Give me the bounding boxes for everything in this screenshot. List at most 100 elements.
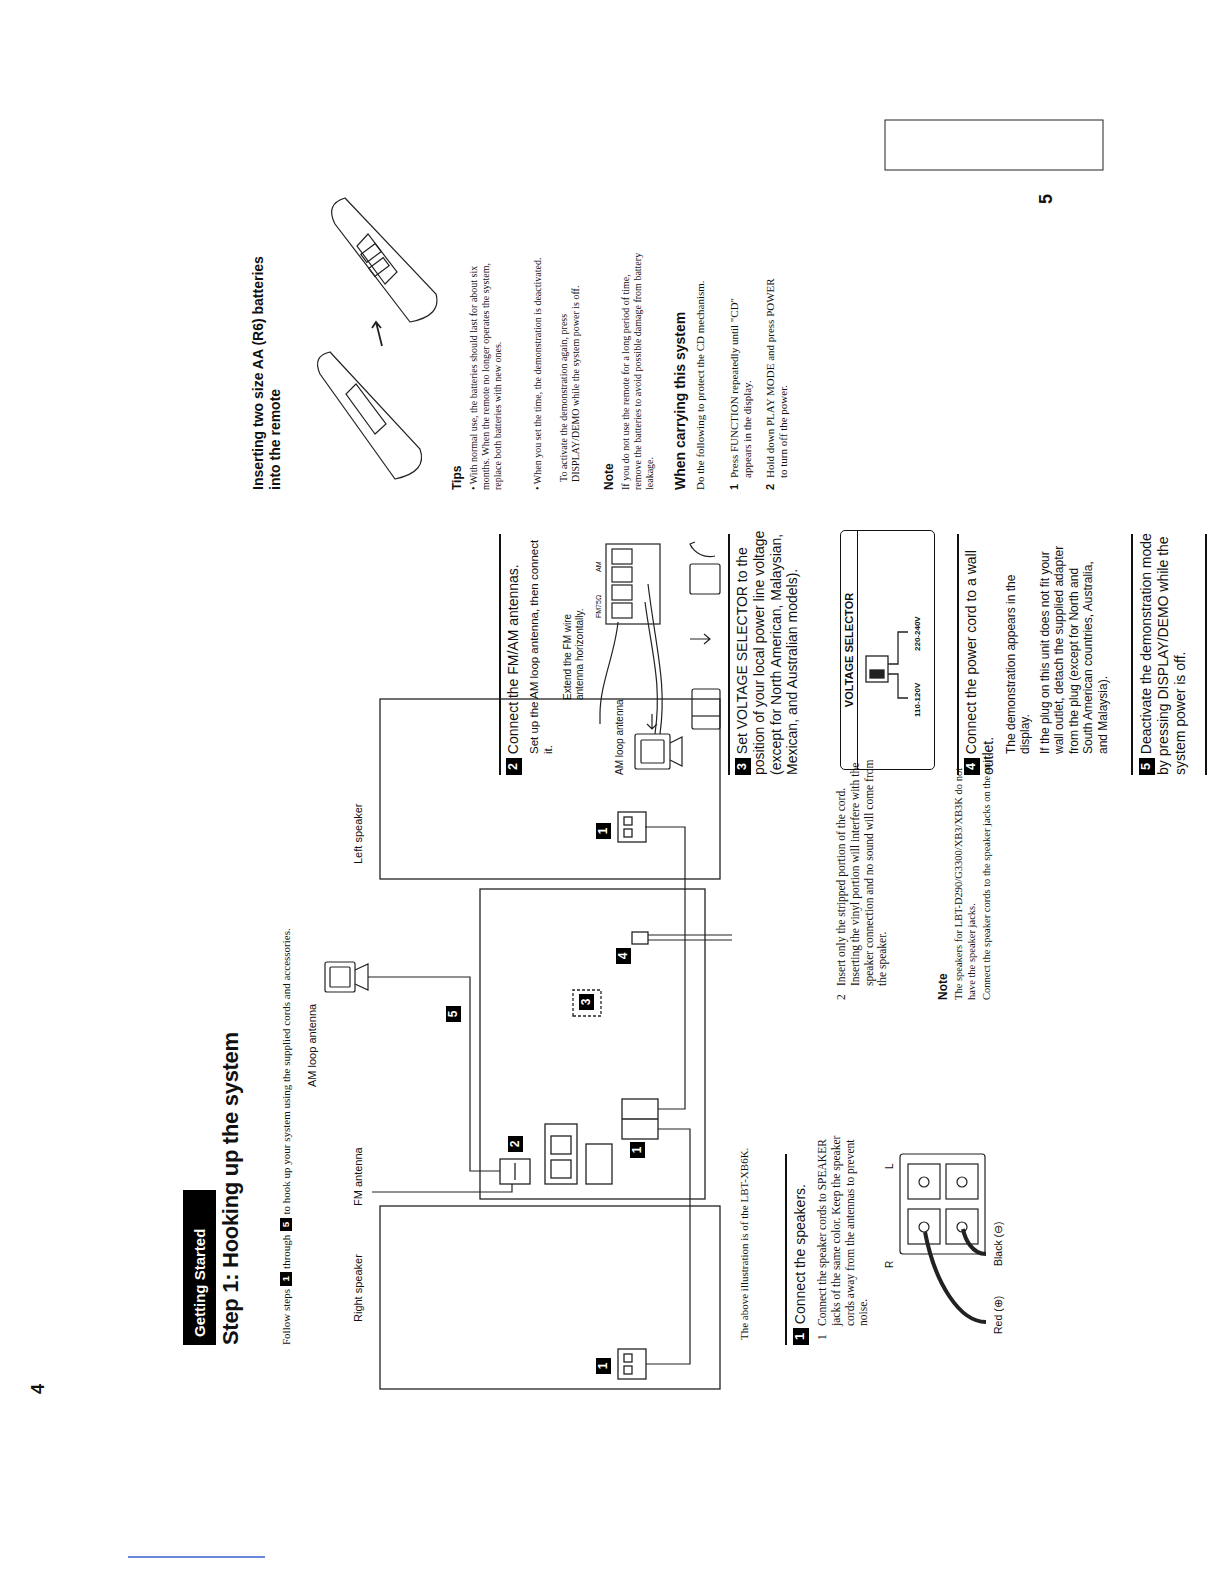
body-text: Set VOLTAGE SELECTOR to the position of … bbox=[734, 531, 800, 775]
body-text: Set up the AM loop antenna, then connect… bbox=[528, 539, 556, 754]
speaker-jack-illustration bbox=[900, 1154, 985, 1254]
remote-illustration bbox=[318, 352, 422, 479]
callout-number: 1 bbox=[793, 1328, 809, 1345]
power-cord bbox=[648, 935, 732, 940]
main-unit bbox=[632, 932, 648, 944]
value-label: 220-240V bbox=[913, 616, 923, 651]
speaker-jack-illustration bbox=[908, 1209, 940, 1244]
corner-box bbox=[885, 120, 1103, 170]
body-text: To activate the demonstration again, pre… bbox=[558, 242, 582, 482]
voltage-switch bbox=[888, 632, 908, 664]
body-text: Press FUNCTION repeatedly until "CD" app… bbox=[728, 273, 754, 478]
speaker-jack-illustration bbox=[963, 1229, 986, 1254]
antenna-illustration bbox=[641, 740, 664, 763]
heading-text: Tips bbox=[450, 466, 464, 490]
main-unit bbox=[500, 1159, 530, 1184]
body-text: Insert only the stripped portion of the … bbox=[835, 754, 890, 986]
speaker-outline bbox=[380, 699, 720, 1389]
callout-number: 1 bbox=[596, 823, 611, 839]
main-unit bbox=[586, 1144, 612, 1184]
antenna-wire bbox=[372, 1184, 512, 1192]
main-unit bbox=[573, 990, 601, 1016]
speaker-outline bbox=[624, 829, 632, 837]
callout-number: 3 bbox=[579, 994, 594, 1010]
body-text: Hold down PLAY MODE and press POWER to t… bbox=[764, 273, 790, 478]
main-unit bbox=[622, 1118, 658, 1119]
body-text: Connect the FM/AM antennas. bbox=[505, 564, 521, 754]
antenna-illustration bbox=[612, 585, 632, 600]
speaker-jack-illustration bbox=[946, 1209, 978, 1244]
body-text: Connect the power cord to a wall outlet. bbox=[963, 550, 996, 775]
section-band: Getting Started bbox=[183, 1190, 216, 1345]
antenna-illustration bbox=[690, 542, 715, 557]
antenna-illustration bbox=[612, 567, 632, 582]
body-text: FM antenna bbox=[352, 1147, 365, 1206]
remote-illustration bbox=[369, 258, 389, 277]
antenna-illustration bbox=[612, 549, 632, 564]
callout-number: 4 bbox=[616, 948, 631, 964]
text-line: 2Connect the FM/AM antennas. bbox=[505, 530, 522, 775]
power-cord bbox=[648, 939, 732, 940]
section-rule bbox=[957, 534, 959, 775]
speaker-outline bbox=[624, 1366, 632, 1374]
speaker-outline bbox=[380, 1206, 720, 1389]
body-text: Black (⊖) bbox=[992, 1221, 1005, 1266]
speaker-jack-illustration bbox=[925, 1232, 986, 1322]
speaker-cord bbox=[646, 1129, 690, 1364]
body-text: Left speaker bbox=[352, 803, 365, 864]
section-rule bbox=[1205, 534, 1207, 775]
body-text: Right speaker bbox=[352, 1254, 365, 1322]
antenna-illustration bbox=[670, 737, 682, 766]
speaker-outline bbox=[624, 1354, 632, 1362]
value-label: 110-120V bbox=[913, 683, 923, 717]
main-unit bbox=[551, 1136, 571, 1154]
body-text: Extend the FM wire antenna horizontally. bbox=[562, 595, 586, 700]
callout-number: 5 bbox=[280, 1218, 292, 1232]
speaker-jack-illustration bbox=[900, 1154, 986, 1322]
body-text: AM loop antenna bbox=[614, 699, 626, 775]
body-text: Follow steps bbox=[280, 1289, 292, 1345]
speaker-jack-illustration bbox=[957, 1177, 967, 1187]
voltage-switch bbox=[888, 674, 908, 698]
body-text: through bbox=[280, 1235, 292, 1269]
speaker-outline bbox=[624, 817, 632, 825]
speaker-jack-illustration bbox=[919, 1177, 929, 1187]
section-rule bbox=[785, 1154, 787, 1345]
remote-illustration bbox=[361, 244, 381, 263]
callout-number: 1 bbox=[280, 1272, 292, 1286]
antenna-illustration bbox=[690, 564, 720, 594]
body-text: Connect the speaker cords to the speaker… bbox=[981, 750, 994, 1000]
body-text: Connect the speaker cords to SPEAKER jac… bbox=[816, 1121, 871, 1326]
remote-illustration bbox=[332, 198, 437, 322]
antenna-wire bbox=[355, 964, 368, 990]
speaker-cord bbox=[645, 827, 685, 1109]
text-line: 1Connect the speakers. bbox=[792, 1125, 809, 1345]
corner-box bbox=[885, 120, 1103, 170]
body-text: Deactivate the demonstration mode by pre… bbox=[1138, 533, 1188, 775]
body-text: Do the following to protect the CD mecha… bbox=[694, 275, 707, 490]
body-text: FM75Ω bbox=[595, 595, 603, 618]
antenna-illustration bbox=[635, 734, 670, 769]
main-unit bbox=[514, 1163, 515, 1180]
page-number: 5 bbox=[1036, 194, 1058, 204]
remote-illustration bbox=[346, 384, 386, 434]
speaker-cord bbox=[645, 827, 690, 1364]
page-number: 4 bbox=[28, 1384, 50, 1394]
antenna-wire bbox=[330, 967, 350, 987]
switch-panel: VOLTAGE SELECTOR110-120V220-240V bbox=[840, 530, 935, 770]
callout-number: 5 bbox=[446, 1006, 461, 1022]
body-text: If you do not use the remote for a long … bbox=[620, 245, 656, 490]
text-line: 3Set VOLTAGE SELECTOR to the position of… bbox=[734, 530, 801, 775]
callout-number: 3 bbox=[735, 758, 751, 775]
text-line: Follow steps 1 through 5 to hook up your sys… bbox=[280, 765, 293, 1345]
heading-text: Inserting two size AA (R6) batteries int… bbox=[250, 255, 284, 490]
blue-rule bbox=[128, 1556, 265, 1558]
heading-text: Note bbox=[936, 973, 950, 1000]
body-text: to hook up your system using the supplie… bbox=[280, 928, 292, 1214]
body-text: The demonstration appears in the display… bbox=[1004, 539, 1033, 754]
section-rule bbox=[499, 534, 501, 775]
callout-number: 4 bbox=[964, 758, 980, 775]
heading-text: 2 bbox=[764, 484, 777, 490]
